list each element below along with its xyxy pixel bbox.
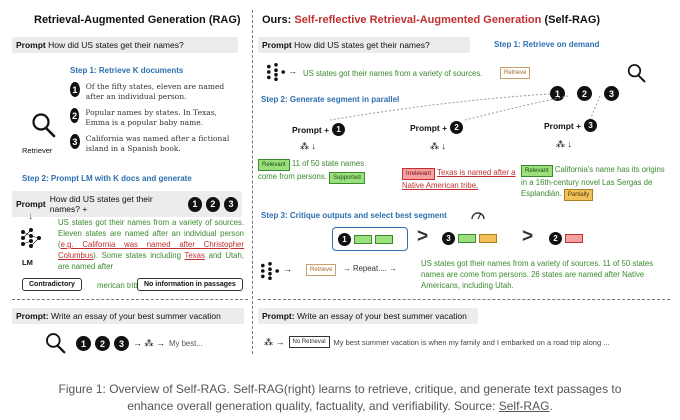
segment-2: Irrelevant Texas is named after a Native…	[402, 168, 516, 190]
lm-network-icon	[261, 262, 279, 280]
greater-than-icon: >	[522, 226, 534, 247]
rag-prompt: Prompt How did US states get their names…	[12, 37, 238, 53]
rag-prompt2: Prompt How did US states get their names…	[12, 191, 242, 217]
down-arrow-icon: ↓	[28, 211, 33, 222]
doc-item: 3 California was named after a fictional…	[70, 134, 242, 154]
score-chip-green	[375, 234, 393, 244]
doc-item: 1 Of the fifty states, eleven are named …	[70, 82, 242, 102]
repeat-label: → Repeat.... →	[343, 264, 397, 273]
rag-step2: Step 2: Prompt LM with K docs and genera…	[22, 174, 192, 183]
segment-1-header: Prompt +1	[292, 123, 346, 136]
score-chip-orange	[479, 234, 497, 243]
segment-2-model: ⁂ ↓	[430, 141, 447, 151]
rag-step1: Step 1: Retrieve K documents	[70, 66, 184, 75]
selfrag-gen1: US states got their names from a variety…	[303, 69, 483, 78]
bottom-divider-left	[12, 299, 248, 300]
retrieve-token: Retrieve	[500, 67, 531, 79]
score-chip-green	[458, 234, 476, 243]
arrow-icon: →	[283, 264, 292, 274]
segment-2-header: Prompt +2	[410, 121, 464, 134]
selfrag-final-output: US states got their names from a variety…	[421, 259, 654, 290]
selfrag-step2: Step 2: Generate segment in parallel	[261, 95, 400, 104]
score-chip-red	[565, 234, 583, 243]
connector-lines	[329, 93, 601, 121]
arrow-icon: ⁂ →	[264, 336, 285, 347]
contradictory-bubble: Contradictory	[22, 278, 82, 291]
magnifier-icon	[32, 113, 56, 138]
segment-3-scores: 3	[442, 232, 497, 245]
source-link[interactable]: Self-RAG	[498, 399, 550, 413]
rag-generation-tail: merican tribe.	[97, 281, 145, 290]
score-chip-green	[354, 234, 372, 244]
rag-generation: US states got their names from a variety…	[58, 218, 244, 271]
segment-3-header: Prompt +3	[544, 119, 598, 132]
bottom-divider-right	[258, 299, 670, 300]
lm-label: LM	[22, 258, 33, 267]
bottom-left-docs: 1 2 3 → ⁂ → My best...	[76, 336, 203, 351]
selfrag-step3: Step 3: Critique outputs and select best…	[261, 211, 447, 220]
retriever-label: Retriever	[22, 146, 53, 155]
magnifier-icon	[627, 64, 646, 83]
figure-caption: Figure 1: Overview of Self-RAG. Self-RAG…	[58, 382, 622, 413]
bottom-right-prompt: Prompt: Write an essay of your best summ…	[258, 308, 478, 324]
magnifier-icon	[46, 333, 66, 354]
rag-docs: 1 Of the fifty states, eleven are named …	[70, 82, 242, 154]
no-info-bubble: No information in passages	[137, 278, 243, 291]
segment-3-model: ⁂ ↓	[556, 139, 573, 149]
bottom-left-prompt: Prompt: Write an essay of your best summ…	[12, 308, 244, 324]
lm-network-icon	[267, 63, 285, 81]
rag-title: Retrieval-Augmented Generation (RAG)	[34, 14, 241, 26]
lm-network-icon	[21, 228, 41, 248]
panel-divider	[252, 10, 253, 354]
arrow-icon: →	[288, 66, 297, 76]
segment-1-model: ⁂ ↓	[300, 141, 317, 151]
doc-badges: 1 2 3	[550, 86, 619, 101]
best-segment-box: 1	[332, 227, 408, 251]
doc-item: 2 Popular names by states. In Texas, Emm…	[70, 108, 242, 128]
greater-than-icon: >	[417, 226, 429, 247]
selfrag-prompt: Prompt How did US states get their names…	[258, 37, 470, 53]
bottom-right-flow: ⁂ → No Retrieval My best summer vacation…	[264, 336, 610, 348]
retrieve-token: Retrieve	[306, 264, 337, 276]
segment-1: Relevant 11 of 50 state names come from …	[258, 158, 398, 184]
segment-3: Relevant California's name has its origi…	[521, 164, 671, 201]
segment-2-scores: 2	[549, 232, 583, 245]
selfrag-step1: Step 1: Retrieve on demand	[494, 40, 600, 49]
gauge-icon	[471, 212, 485, 220]
arrow-icon: → ⁂ →	[133, 338, 166, 348]
selfrag-title: Ours: Self-reflective Retrieval-Augmente…	[262, 14, 601, 26]
